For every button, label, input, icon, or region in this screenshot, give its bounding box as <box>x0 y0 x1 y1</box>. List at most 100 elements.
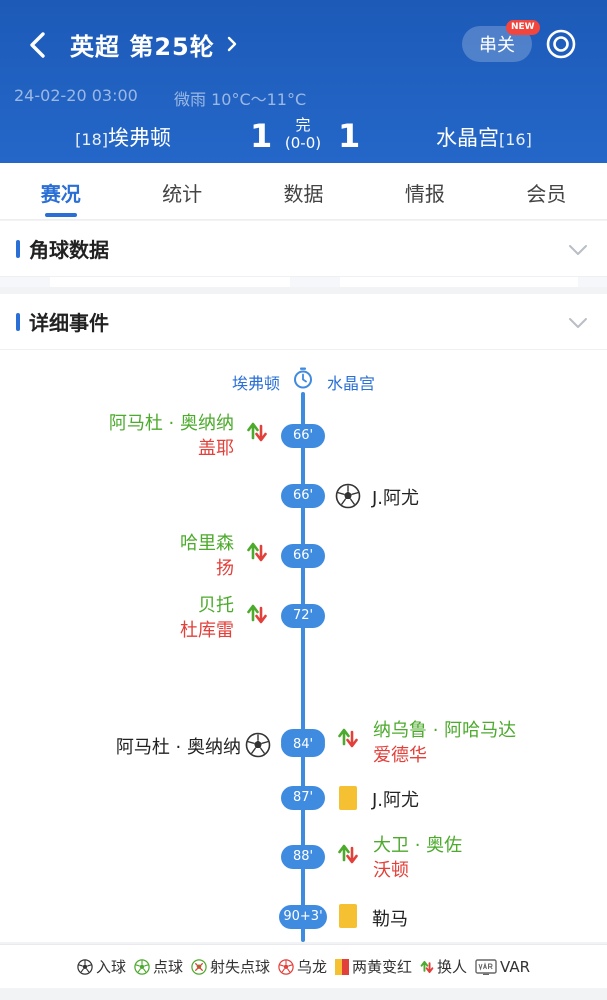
event-minute: 90+3' <box>279 905 327 929</box>
corner-section-header[interactable]: 角球数据 <box>0 221 607 277</box>
status-text: 完 <box>295 116 311 134</box>
tab-intel-label: 情报 <box>404 182 445 206</box>
timeline-event[interactable]: 哈里森 扬 66' <box>0 526 607 586</box>
home-team-name: 埃弗顿 <box>108 126 171 150</box>
events-section: 详细事件 埃弗顿 水晶宫 阿马杜 · 奥纳纳 盖耶 66' 66' J.阿尤 哈… <box>0 294 607 942</box>
penalty-ball-icon <box>134 958 150 975</box>
yellow-card-icon <box>339 904 357 928</box>
event-minute: 72' <box>281 604 325 628</box>
event-minute: 84' <box>281 733 325 757</box>
away-score: 1 <box>338 117 361 155</box>
tab-live-label: 赛况 <box>40 182 81 206</box>
event-minute: 66' <box>281 544 325 568</box>
away-team[interactable]: 水晶宫[16] <box>436 122 532 152</box>
chevron-down-icon[interactable] <box>567 312 589 334</box>
legend-goal: 入球 <box>77 956 126 977</box>
var-icon <box>475 958 497 975</box>
legend-substitution: 换人 <box>420 956 467 977</box>
soccer-ball-icon <box>245 732 271 758</box>
timeline-away-label: 水晶宫 <box>327 374 376 393</box>
substitution-icon <box>247 542 267 562</box>
substitution-icon <box>247 604 267 624</box>
tab-stats-label: 统计 <box>162 182 203 206</box>
timeline-event[interactable]: 72' 纳乌鲁 · 阿哈马达 爱德华 <box>0 652 607 766</box>
legend-two-yellow-red: 两黄变红 <box>335 956 412 977</box>
tab-stats[interactable]: 统计 <box>121 163 242 219</box>
section-marker <box>16 312 20 331</box>
player-in: 纳乌鲁 · 阿哈马达 <box>373 720 517 741</box>
bottom-spacer <box>0 988 607 1000</box>
two-yellow-red-icon <box>335 958 350 975</box>
player-out: 沃顿 <box>373 860 409 881</box>
back-button[interactable] <box>22 28 52 62</box>
timeline-event[interactable]: 66' J.阿尤 <box>0 466 607 526</box>
events-section-title: 详细事件 <box>29 311 109 335</box>
player-out: 盖耶 <box>198 438 234 459</box>
substitution-icon <box>338 844 358 864</box>
events-section-header[interactable]: 详细事件 <box>0 294 607 350</box>
focus-button[interactable] <box>545 28 577 60</box>
league-round-selector[interactable]: 英超 第25轮 <box>70 26 237 62</box>
substitution-names: 哈里森 扬 <box>180 531 234 581</box>
event-minute: 66' <box>281 424 325 448</box>
away-rank: [16] <box>499 130 532 149</box>
timeline-event[interactable]: 87' J.阿尤 <box>0 772 607 832</box>
player-out: 扬 <box>216 558 234 579</box>
legend-substitution-label: 换人 <box>437 958 468 976</box>
tab-member-label: 会员 <box>526 182 567 206</box>
own-goal-icon <box>278 958 294 975</box>
event-legend: 入球 点球 射失点球 乌龙 两黄变红 换人 VAR <box>0 944 607 988</box>
away-team-name: 水晶宫 <box>436 126 499 150</box>
home-team[interactable]: [18]埃弗顿 <box>75 122 171 152</box>
half-time-score: (0-0) <box>284 134 322 152</box>
substitution-names: 阿马杜 · 奥纳纳 盖耶 <box>109 411 234 461</box>
substitution-names: 大卫 · 奥佐 沃顿 <box>373 833 462 883</box>
carded-player: J.阿尤 <box>372 790 420 811</box>
chevron-right-icon <box>227 36 237 52</box>
tab-member[interactable]: 会员 <box>486 163 607 219</box>
legend-penalty-label: 点球 <box>152 958 183 976</box>
tab-live[interactable]: 赛况 <box>0 163 121 219</box>
tab-data-label: 数据 <box>283 182 324 206</box>
legend-var: VAR <box>475 958 530 976</box>
missed-penalty-icon <box>191 958 207 975</box>
substitution-icon <box>420 960 434 973</box>
legend-own-goal: 乌龙 <box>278 956 327 977</box>
substitution-icon <box>247 422 267 442</box>
carded-player: 勒马 <box>372 909 408 930</box>
event-minute: 87' <box>281 786 325 810</box>
player-in: 大卫 · 奥佐 <box>373 835 463 856</box>
tab-data[interactable]: 数据 <box>243 163 364 219</box>
legend-own-goal-label: 乌龙 <box>297 958 328 976</box>
target-icon <box>546 29 576 59</box>
player-in: 阿马杜 · 奥纳纳 <box>108 413 234 434</box>
legend-var-label: VAR <box>500 957 531 976</box>
timeline-event[interactable]: 阿马杜 · 奥纳纳 盖耶 66' <box>0 406 607 466</box>
home-rank: [18] <box>75 130 108 149</box>
corner-section-title: 角球数据 <box>29 238 109 262</box>
section-marker <box>16 239 20 258</box>
legend-two-yellow-red-label: 两黄变红 <box>352 958 413 976</box>
weather: 微雨 10°C～11°C <box>174 90 307 109</box>
legend-penalty: 点球 <box>134 956 183 977</box>
page-title: 英超 第25轮 <box>70 32 215 61</box>
chevron-left-icon <box>30 32 45 58</box>
legend-goal-label: 入球 <box>95 958 126 976</box>
player-in: 贝托 <box>198 595 234 616</box>
tab-bar: 赛况 统计 数据 情报 会员 <box>0 163 607 220</box>
yellow-card-icon <box>339 786 357 810</box>
chevron-down-icon[interactable] <box>567 239 589 261</box>
legend-missed-penalty-label: 射失点球 <box>209 958 270 976</box>
timeline-event[interactable]: 贝托 杜库雷 72' <box>0 588 607 648</box>
timeline-event[interactable]: 阿马杜 · 奥纳纳 84' <box>0 718 607 778</box>
substitution-icon <box>338 728 358 748</box>
timeline-home-label: 埃弗顿 <box>231 374 280 393</box>
player-in: 哈里森 <box>180 533 234 554</box>
timeline-event[interactable]: 90+3' 勒马 <box>0 890 607 940</box>
player-out: 杜库雷 <box>180 620 234 641</box>
soccer-ball-icon <box>335 483 361 509</box>
event-minute: 66' <box>281 484 325 508</box>
home-score: 1 <box>250 117 273 155</box>
tab-intel[interactable]: 情报 <box>364 163 485 219</box>
timeline-event[interactable]: 88' 大卫 · 奥佐 沃顿 <box>0 828 607 888</box>
